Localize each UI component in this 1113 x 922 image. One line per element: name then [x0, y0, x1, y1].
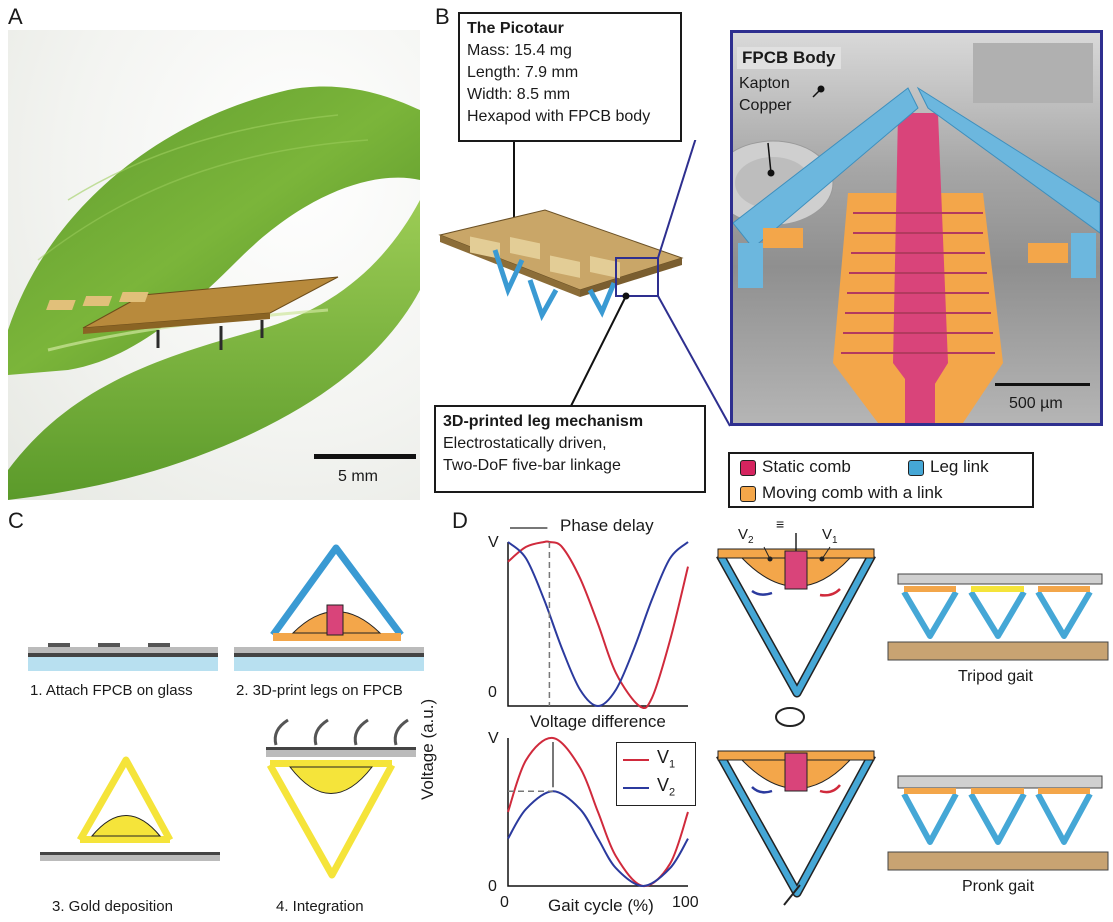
sem-illustration: [733, 43, 1100, 423]
series-line-v1: [507, 540, 689, 710]
legend-swatch-static: [740, 460, 756, 476]
chart-axes: [507, 738, 688, 887]
legend-swatch-leg: [908, 460, 924, 476]
sem-scale-label: 500 µm: [1009, 395, 1063, 412]
legend-label-v2: V2: [657, 775, 676, 799]
legend-label-v1: V1: [657, 747, 676, 771]
scale-label: 5 mm: [338, 468, 378, 485]
leg-title: 3D-printed leg mechanism: [443, 413, 644, 430]
v2-label: V2: [738, 526, 754, 546]
legend-leg-link: Leg link: [930, 457, 989, 476]
leaf-illustration: [8, 86, 420, 500]
sem-sublabel-copper: Copper: [739, 97, 792, 114]
panel-letter-d: D: [452, 508, 468, 533]
y-axis-label: Voltage (a.u.): [418, 698, 437, 800]
ytick-bottom-v: V: [488, 730, 499, 747]
legend-swatch-moving: [740, 486, 756, 502]
legend-line-v1: [623, 759, 649, 761]
voltage-charts: [507, 527, 689, 888]
pronk-gait-label: Pronk gait: [962, 878, 1035, 895]
comb-legend: Static comb Leg link Moving comb with a …: [728, 452, 1034, 508]
ytick-top-v: V: [488, 534, 499, 551]
legend-line-v2: [623, 787, 649, 789]
sem-image: FPCB Body Kapton Copper 500 µm: [730, 30, 1103, 426]
leg-callout: 3D-printed leg mechanism Electrostatical…: [434, 405, 706, 493]
fabrication-steps: [28, 544, 424, 879]
robot-illustration: [438, 140, 730, 427]
sem-scale-bar: [995, 383, 1090, 386]
step-1-caption: 1. Attach FPCB on glass: [30, 682, 193, 699]
spec-title: The Picotaur: [467, 20, 564, 37]
legend-moving-comb: Moving comb with a link: [762, 483, 943, 502]
legend-static-comb: Static comb: [762, 457, 851, 476]
step-3-caption: 3. Gold deposition: [52, 898, 173, 915]
leg-line: Two-DoF five-bar linkage: [443, 457, 621, 474]
leg-line: Electrostatically driven,: [443, 435, 607, 452]
ground-symbol: ≡: [776, 516, 785, 532]
xtick-100: 100: [672, 894, 699, 911]
sem-label: FPCB Body: [737, 47, 841, 69]
spec-line: Length: 7.9 mm: [467, 64, 579, 81]
panel-letter-c: C: [8, 508, 24, 533]
leaf-photo: 5 mm: [8, 30, 420, 500]
panel-letter-b: B: [435, 4, 450, 29]
chart-axes: [507, 542, 688, 707]
xtick-0: 0: [500, 894, 509, 911]
x-axis-label: Gait cycle (%): [548, 896, 654, 915]
series-line-v1: [507, 736, 689, 888]
ytick-bottom-0: 0: [488, 878, 497, 895]
spec-line: Mass: 15.4 mg: [467, 42, 572, 59]
chart-legend: V1 V2: [616, 742, 696, 806]
spec-line: Width: 8.5 mm: [467, 86, 571, 103]
spec-callout: The Picotaur Mass: 15.4 mg Length: 7.9 m…: [458, 12, 682, 142]
step-2-caption: 2. 3D-print legs on FPCB: [236, 682, 403, 699]
ytick-top-0: 0: [488, 684, 497, 701]
chart-bottom-title: Voltage difference: [530, 712, 666, 731]
leg-mechanism-diagrams: [716, 533, 876, 906]
spec-line: Hexapod with FPCB body: [467, 108, 651, 125]
series-line-v2: [507, 541, 689, 708]
v1-label: V1: [822, 526, 838, 546]
panel-letter-a: A: [8, 4, 23, 29]
gait-diagrams: [887, 573, 1109, 871]
scale-bar: [314, 454, 416, 459]
tripod-gait-label: Tripod gait: [958, 668, 1033, 685]
step-4-caption: 4. Integration: [276, 898, 364, 915]
series-line-v2: [507, 790, 689, 888]
sem-sublabel-kapton: Kapton: [739, 75, 790, 92]
chart-top-title: Phase delay: [560, 516, 654, 535]
